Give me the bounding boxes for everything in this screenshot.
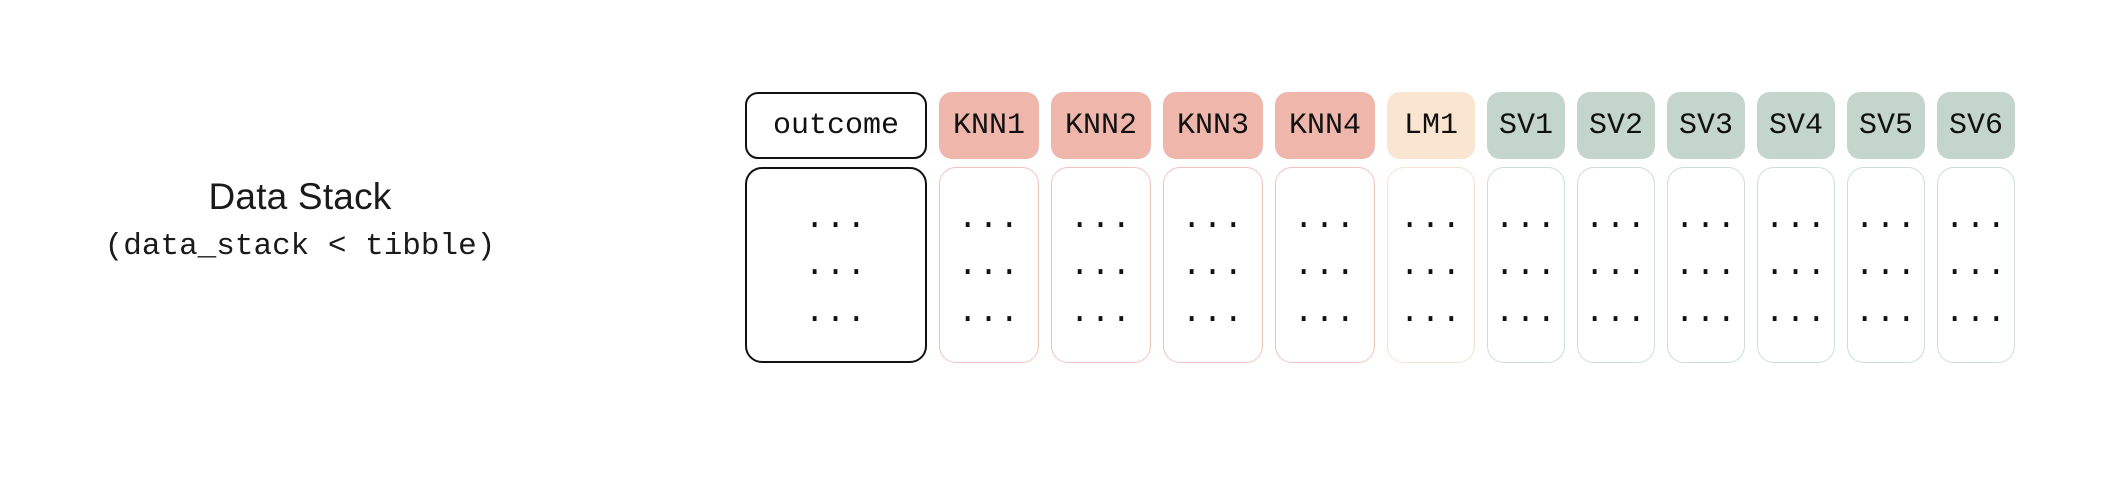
table-cell: ... (1764, 246, 1828, 284)
column-body-sv5: ......... (1847, 167, 1925, 363)
table-cell: ... (1584, 199, 1648, 237)
data-stack-table: outcome.........KNN1.........KNN2.......… (745, 92, 2015, 363)
data-stack-title: Data Stack (208, 176, 392, 217)
table-cell: ... (957, 246, 1021, 284)
table-cell: ... (804, 246, 868, 284)
column-body-knn4: ......... (1275, 167, 1375, 363)
table-cell: ... (1764, 199, 1828, 237)
column-body-sv4: ......... (1757, 167, 1835, 363)
table-cell: ... (957, 199, 1021, 237)
table-cell: ... (804, 199, 868, 237)
column-header-sv4[interactable]: SV4 (1757, 92, 1835, 159)
table-cell: ... (1494, 246, 1558, 284)
table-cell: ... (1584, 246, 1648, 284)
stack-column-sv6: SV6......... (1937, 92, 2015, 363)
stack-column-knn3: KNN3......... (1163, 92, 1263, 363)
stack-column-sv2: SV2......... (1577, 92, 1655, 363)
table-cell: ... (1293, 199, 1357, 237)
stack-column-knn4: KNN4......... (1275, 92, 1375, 363)
column-header-knn2[interactable]: KNN2 (1051, 92, 1151, 159)
table-cell: ... (957, 293, 1021, 331)
table-cell: ... (1944, 199, 2008, 237)
data-stack-subtitle: (data_stack < tibble) (104, 228, 496, 264)
column-body-outcome: ......... (745, 167, 927, 363)
stack-column-sv5: SV5......... (1847, 92, 1925, 363)
column-header-sv6[interactable]: SV6 (1937, 92, 2015, 159)
table-cell: ... (1944, 246, 2008, 284)
column-header-lm1[interactable]: LM1 (1387, 92, 1475, 159)
column-body-sv3: ......... (1667, 167, 1745, 363)
table-cell: ... (1764, 293, 1828, 331)
column-body-sv1: ......... (1487, 167, 1565, 363)
data-stack-label: Data Stack (data_stack < tibble) (0, 176, 600, 264)
stack-column-sv3: SV3......... (1667, 92, 1745, 363)
stack-column-knn1: KNN1......... (939, 92, 1039, 363)
stack-column-sv4: SV4......... (1757, 92, 1835, 363)
column-body-sv2: ......... (1577, 167, 1655, 363)
column-header-knn1[interactable]: KNN1 (939, 92, 1039, 159)
table-cell: ... (1674, 246, 1738, 284)
stack-column-outcome: outcome......... (745, 92, 927, 363)
column-body-knn2: ......... (1051, 167, 1151, 363)
table-cell: ... (1181, 293, 1245, 331)
table-cell: ... (1494, 199, 1558, 237)
column-header-outcome[interactable]: outcome (745, 92, 927, 159)
column-body-knn1: ......... (939, 167, 1039, 363)
column-header-sv3[interactable]: SV3 (1667, 92, 1745, 159)
table-cell: ... (1854, 199, 1918, 237)
table-cell: ... (1293, 246, 1357, 284)
table-cell: ... (1399, 199, 1463, 237)
table-cell: ... (1399, 293, 1463, 331)
table-cell: ... (1944, 293, 2008, 331)
column-header-sv1[interactable]: SV1 (1487, 92, 1565, 159)
table-cell: ... (1674, 199, 1738, 237)
stack-column-lm1: LM1......... (1387, 92, 1475, 363)
table-cell: ... (1399, 246, 1463, 284)
table-cell: ... (1854, 246, 1918, 284)
column-header-sv5[interactable]: SV5 (1847, 92, 1925, 159)
column-body-sv6: ......... (1937, 167, 2015, 363)
table-cell: ... (1854, 293, 1918, 331)
table-cell: ... (1293, 293, 1357, 331)
table-cell: ... (1494, 293, 1558, 331)
table-cell: ... (1181, 199, 1245, 237)
column-body-lm1: ......... (1387, 167, 1475, 363)
table-cell: ... (804, 293, 868, 331)
column-header-sv2[interactable]: SV2 (1577, 92, 1655, 159)
stack-column-knn2: KNN2......... (1051, 92, 1151, 363)
table-cell: ... (1069, 293, 1133, 331)
column-body-knn3: ......... (1163, 167, 1263, 363)
table-cell: ... (1069, 246, 1133, 284)
stack-column-sv1: SV1......... (1487, 92, 1565, 363)
column-header-knn4[interactable]: KNN4 (1275, 92, 1375, 159)
column-header-knn3[interactable]: KNN3 (1163, 92, 1263, 159)
table-cell: ... (1674, 293, 1738, 331)
table-cell: ... (1584, 293, 1648, 331)
table-cell: ... (1181, 246, 1245, 284)
table-cell: ... (1069, 199, 1133, 237)
